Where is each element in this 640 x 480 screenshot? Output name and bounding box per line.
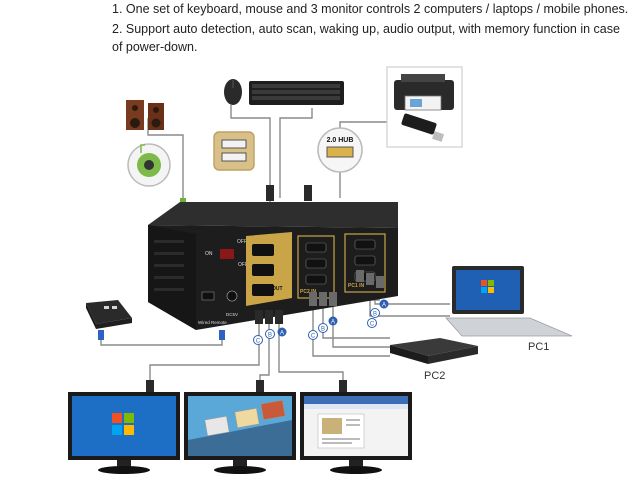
svg-text:A: A <box>382 303 386 309</box>
pc2-plugs <box>309 292 337 306</box>
monitor-2 <box>184 392 296 474</box>
usb-keyboard-mouse-callout <box>213 131 255 171</box>
usb-flash-drive-icon <box>401 113 445 142</box>
usb-plug-hub <box>304 185 312 201</box>
monitor-plugs <box>146 380 347 392</box>
svg-text:A: A <box>331 320 335 326</box>
svg-text:C: C <box>311 334 316 340</box>
svg-text:C: C <box>370 322 375 328</box>
svg-text:B: B <box>268 333 272 339</box>
svg-text:B: B <box>321 327 325 333</box>
wired-remote <box>86 300 132 340</box>
svg-text:C: C <box>256 339 261 345</box>
pc2-mini-pc <box>390 338 478 364</box>
printer-usb-frame <box>386 66 463 148</box>
dc5v-label: DC5V <box>226 312 238 317</box>
badge-pc1-a: A <box>379 299 389 309</box>
svg-text:A: A <box>280 331 284 337</box>
monitor-1 <box>68 392 180 474</box>
printer-icon <box>394 74 454 111</box>
badge-out-b: B <box>265 329 275 339</box>
badge-pc1-b: B <box>370 308 380 318</box>
feature-list: 1. One set of keyboard, mouse and 3 moni… <box>112 0 632 58</box>
pc1-label: PC1 <box>528 341 549 353</box>
power-switch: ON OFF OFF <box>205 239 248 268</box>
monitor-3 <box>300 392 412 474</box>
badge-pc2-b: B <box>318 323 328 333</box>
port-badges: C B A C B A A B <box>253 299 389 345</box>
usb-hub-callout: 2.0 HUB <box>317 127 363 173</box>
remote-plug <box>219 330 225 340</box>
wired-remote-label: Wired Remote <box>198 320 227 325</box>
pc2-in-panel: PC2 IN <box>297 235 335 299</box>
badge-out-c: C <box>253 335 263 345</box>
mouse-icon <box>224 79 242 105</box>
output-plugs <box>255 310 283 324</box>
out-panel: OUT <box>246 232 292 306</box>
pc2-in-label: PC2 IN <box>300 289 317 295</box>
badge-pc1-c: C <box>367 318 377 328</box>
remote-port <box>201 291 215 301</box>
power-off-label-top: OFF <box>237 239 247 245</box>
badge-out-a: A <box>277 327 287 337</box>
feature-item-1: 1. One set of keyboard, mouse and 3 moni… <box>112 2 629 16</box>
keyboard-icon <box>249 81 344 105</box>
usb-plug-keyboard <box>266 185 274 201</box>
pc2-label: PC2 <box>424 370 445 382</box>
dc-power-port <box>226 290 238 302</box>
power-off-label-side: OFF <box>238 262 248 268</box>
pc1-in-panel: PC1 IN <box>344 233 386 293</box>
pc1-laptop <box>445 266 573 337</box>
badge-pc2-a: A <box>328 316 338 326</box>
svg-text:B: B <box>373 312 377 318</box>
out-label: OUT <box>272 286 283 292</box>
pc1-in-label: PC1 IN <box>348 283 365 289</box>
feature-item-2: 2. Support auto detection, auto scan, wa… <box>112 22 620 54</box>
speakers <box>126 100 164 130</box>
power-on-label: ON <box>205 251 213 257</box>
usb-hub-label: 2.0 HUB <box>327 137 354 144</box>
pc1-plugs <box>356 270 384 288</box>
badge-pc2-c: C <box>308 330 318 340</box>
audio-jack-callout <box>127 143 171 187</box>
